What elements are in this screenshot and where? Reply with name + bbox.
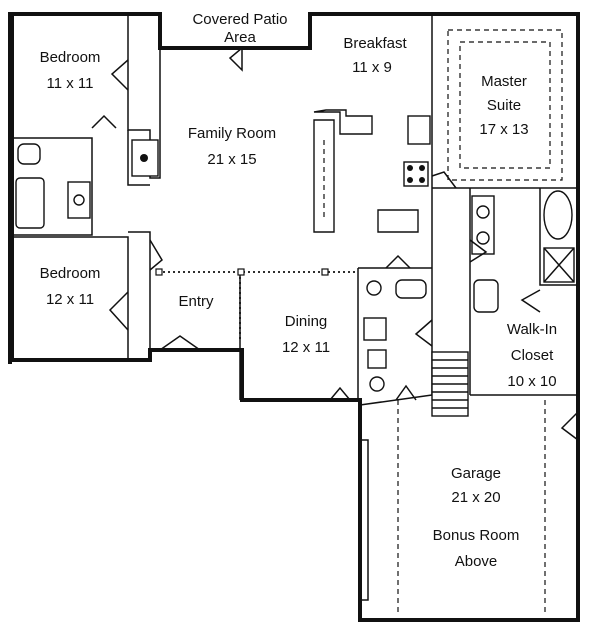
patio-name: Covered Patio [192, 11, 287, 28]
entry-name: Entry [178, 293, 214, 310]
interior-walls [12, 14, 578, 406]
garage-size: 21 x 20 [451, 489, 500, 506]
dotted-dividers [155, 268, 358, 340]
bedroom2-name: Bedroom [40, 265, 101, 282]
family-name: Family Room [188, 125, 276, 142]
garage-name: Garage [451, 465, 501, 482]
bath-fixtures-master [471, 190, 575, 313]
dining-size: 12 x 11 [282, 339, 330, 356]
closet-size: 10 x 10 [507, 373, 556, 390]
exterior-walls [8, 12, 580, 622]
patio-area: Area [224, 29, 256, 46]
label-covered-patio: Covered Patio Area [192, 11, 287, 46]
master-name-1: Master [481, 73, 527, 90]
kitchen-cabinets [313, 109, 431, 233]
bonus-room-name: Bonus Room [433, 527, 520, 544]
label-walk-in-closet: Walk-In Closet 10 x 10 [507, 321, 557, 390]
breakfast-size: 11 x 9 [352, 59, 392, 76]
bedroom2-size: 12 x 11 [46, 291, 94, 308]
closet-name-2: Closet [511, 347, 554, 364]
label-family-room: Family Room 21 x 15 [188, 125, 276, 168]
fireplace-icon [131, 139, 159, 177]
dining-name: Dining [285, 313, 328, 330]
bedroom1-name: Bedroom [40, 49, 101, 66]
stairs [431, 351, 469, 417]
label-bedroom-2: Bedroom 12 x 11 [40, 265, 101, 308]
label-entry: Entry [178, 293, 214, 310]
bedroom1-size: 11 x 11 [47, 75, 94, 92]
label-garage: Garage 21 x 20 Bonus Room Above [433, 465, 520, 570]
family-size: 21 x 15 [207, 151, 256, 168]
label-bedroom-1: Bedroom 11 x 11 [40, 49, 101, 92]
breakfast-name: Breakfast [343, 35, 407, 52]
master-size: 17 x 13 [479, 121, 528, 138]
label-master-suite: Master Suite 17 x 13 [479, 73, 528, 138]
label-breakfast: Breakfast 11 x 9 [343, 35, 407, 76]
bath-fixtures-left [15, 143, 91, 229]
door-swings [91, 46, 579, 441]
half-bath-fixtures [363, 279, 427, 392]
master-tray-ceiling [447, 29, 563, 181]
label-dining: Dining 12 x 11 [282, 313, 330, 356]
master-name-2: Suite [487, 97, 521, 114]
closet-name-1: Walk-In [507, 321, 557, 338]
garage-outline [362, 400, 546, 615]
bonus-room-note: Above [455, 553, 498, 570]
